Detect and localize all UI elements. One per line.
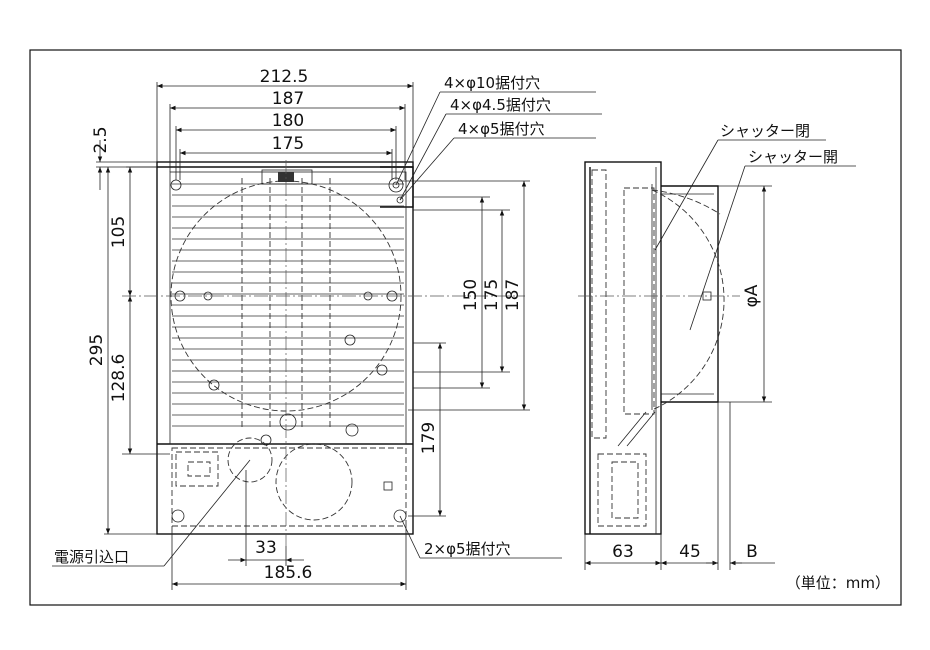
callout-holes-4-5: 4×φ4.5据付穴 [450, 96, 551, 114]
side-callouts: シャッター閉 シャッター開 [654, 122, 856, 331]
shutter-open-arc [651, 189, 725, 411]
dim-187-top: 187 [272, 89, 304, 109]
dim-212-5: 212.5 [260, 67, 309, 87]
callout-shutter-closed: シャッター閉 [720, 122, 810, 140]
duct-opening [275, 443, 353, 521]
dim-175-top: 175 [272, 134, 304, 154]
dim-33: 33 [255, 538, 277, 558]
front-callouts: 4×φ10据付穴 4×φ4.5据付穴 4×φ5据付穴 2×φ5据付穴 電源引込口 [52, 74, 602, 567]
mount-hole-tl [170, 179, 182, 191]
power-inlet-circle [227, 437, 273, 483]
callout-shutter-open: シャッター開 [748, 148, 838, 166]
bottom-dimensions: 33 185.6 [171, 470, 407, 590]
left-dimensions: 2.5 295 105 128.6 [87, 126, 170, 535]
dim-175-right: 175 [482, 279, 502, 311]
shutter-sweep-arc [651, 189, 721, 215]
front-view [122, 160, 525, 546]
unit-note: （単位：mm） [786, 574, 890, 592]
dim-185-6: 185.6 [264, 563, 313, 583]
top-dimensions: 212.5 187 180 175 [156, 67, 414, 180]
callout-holes-2x5: 2×φ5据付穴 [424, 540, 511, 558]
side-body-outline [584, 161, 662, 535]
callout-holes-10: 4×φ10据付穴 [444, 74, 540, 92]
side-view [578, 161, 740, 535]
mount-hole-bl [171, 509, 185, 523]
dim-B: B [746, 542, 758, 562]
dim-128-6: 128.6 [109, 354, 129, 403]
callout-power-inlet: 電源引込口 [54, 548, 129, 566]
dim-180: 180 [272, 111, 304, 131]
callout-holes-5: 4×φ5据付穴 [458, 120, 545, 138]
dim-phiA: φA [742, 284, 762, 307]
dim-187-right: 187 [503, 279, 523, 311]
grille-louvers [172, 183, 404, 427]
drawing-frame [29, 49, 902, 606]
dim-150: 150 [461, 279, 481, 311]
dim-105: 105 [109, 216, 129, 248]
mount-hole-br [393, 509, 407, 523]
dim-2-5: 2.5 [91, 126, 111, 153]
indicator-square [383, 481, 393, 491]
dim-179: 179 [419, 422, 439, 454]
right-dimensions: 150 175 187 179 [398, 180, 530, 517]
dim-295: 295 [87, 334, 107, 366]
dim-45: 45 [679, 542, 701, 562]
dim-63: 63 [612, 542, 634, 562]
side-dimensions: φA 63 45 B [584, 185, 775, 570]
front-body-outline [156, 161, 414, 535]
